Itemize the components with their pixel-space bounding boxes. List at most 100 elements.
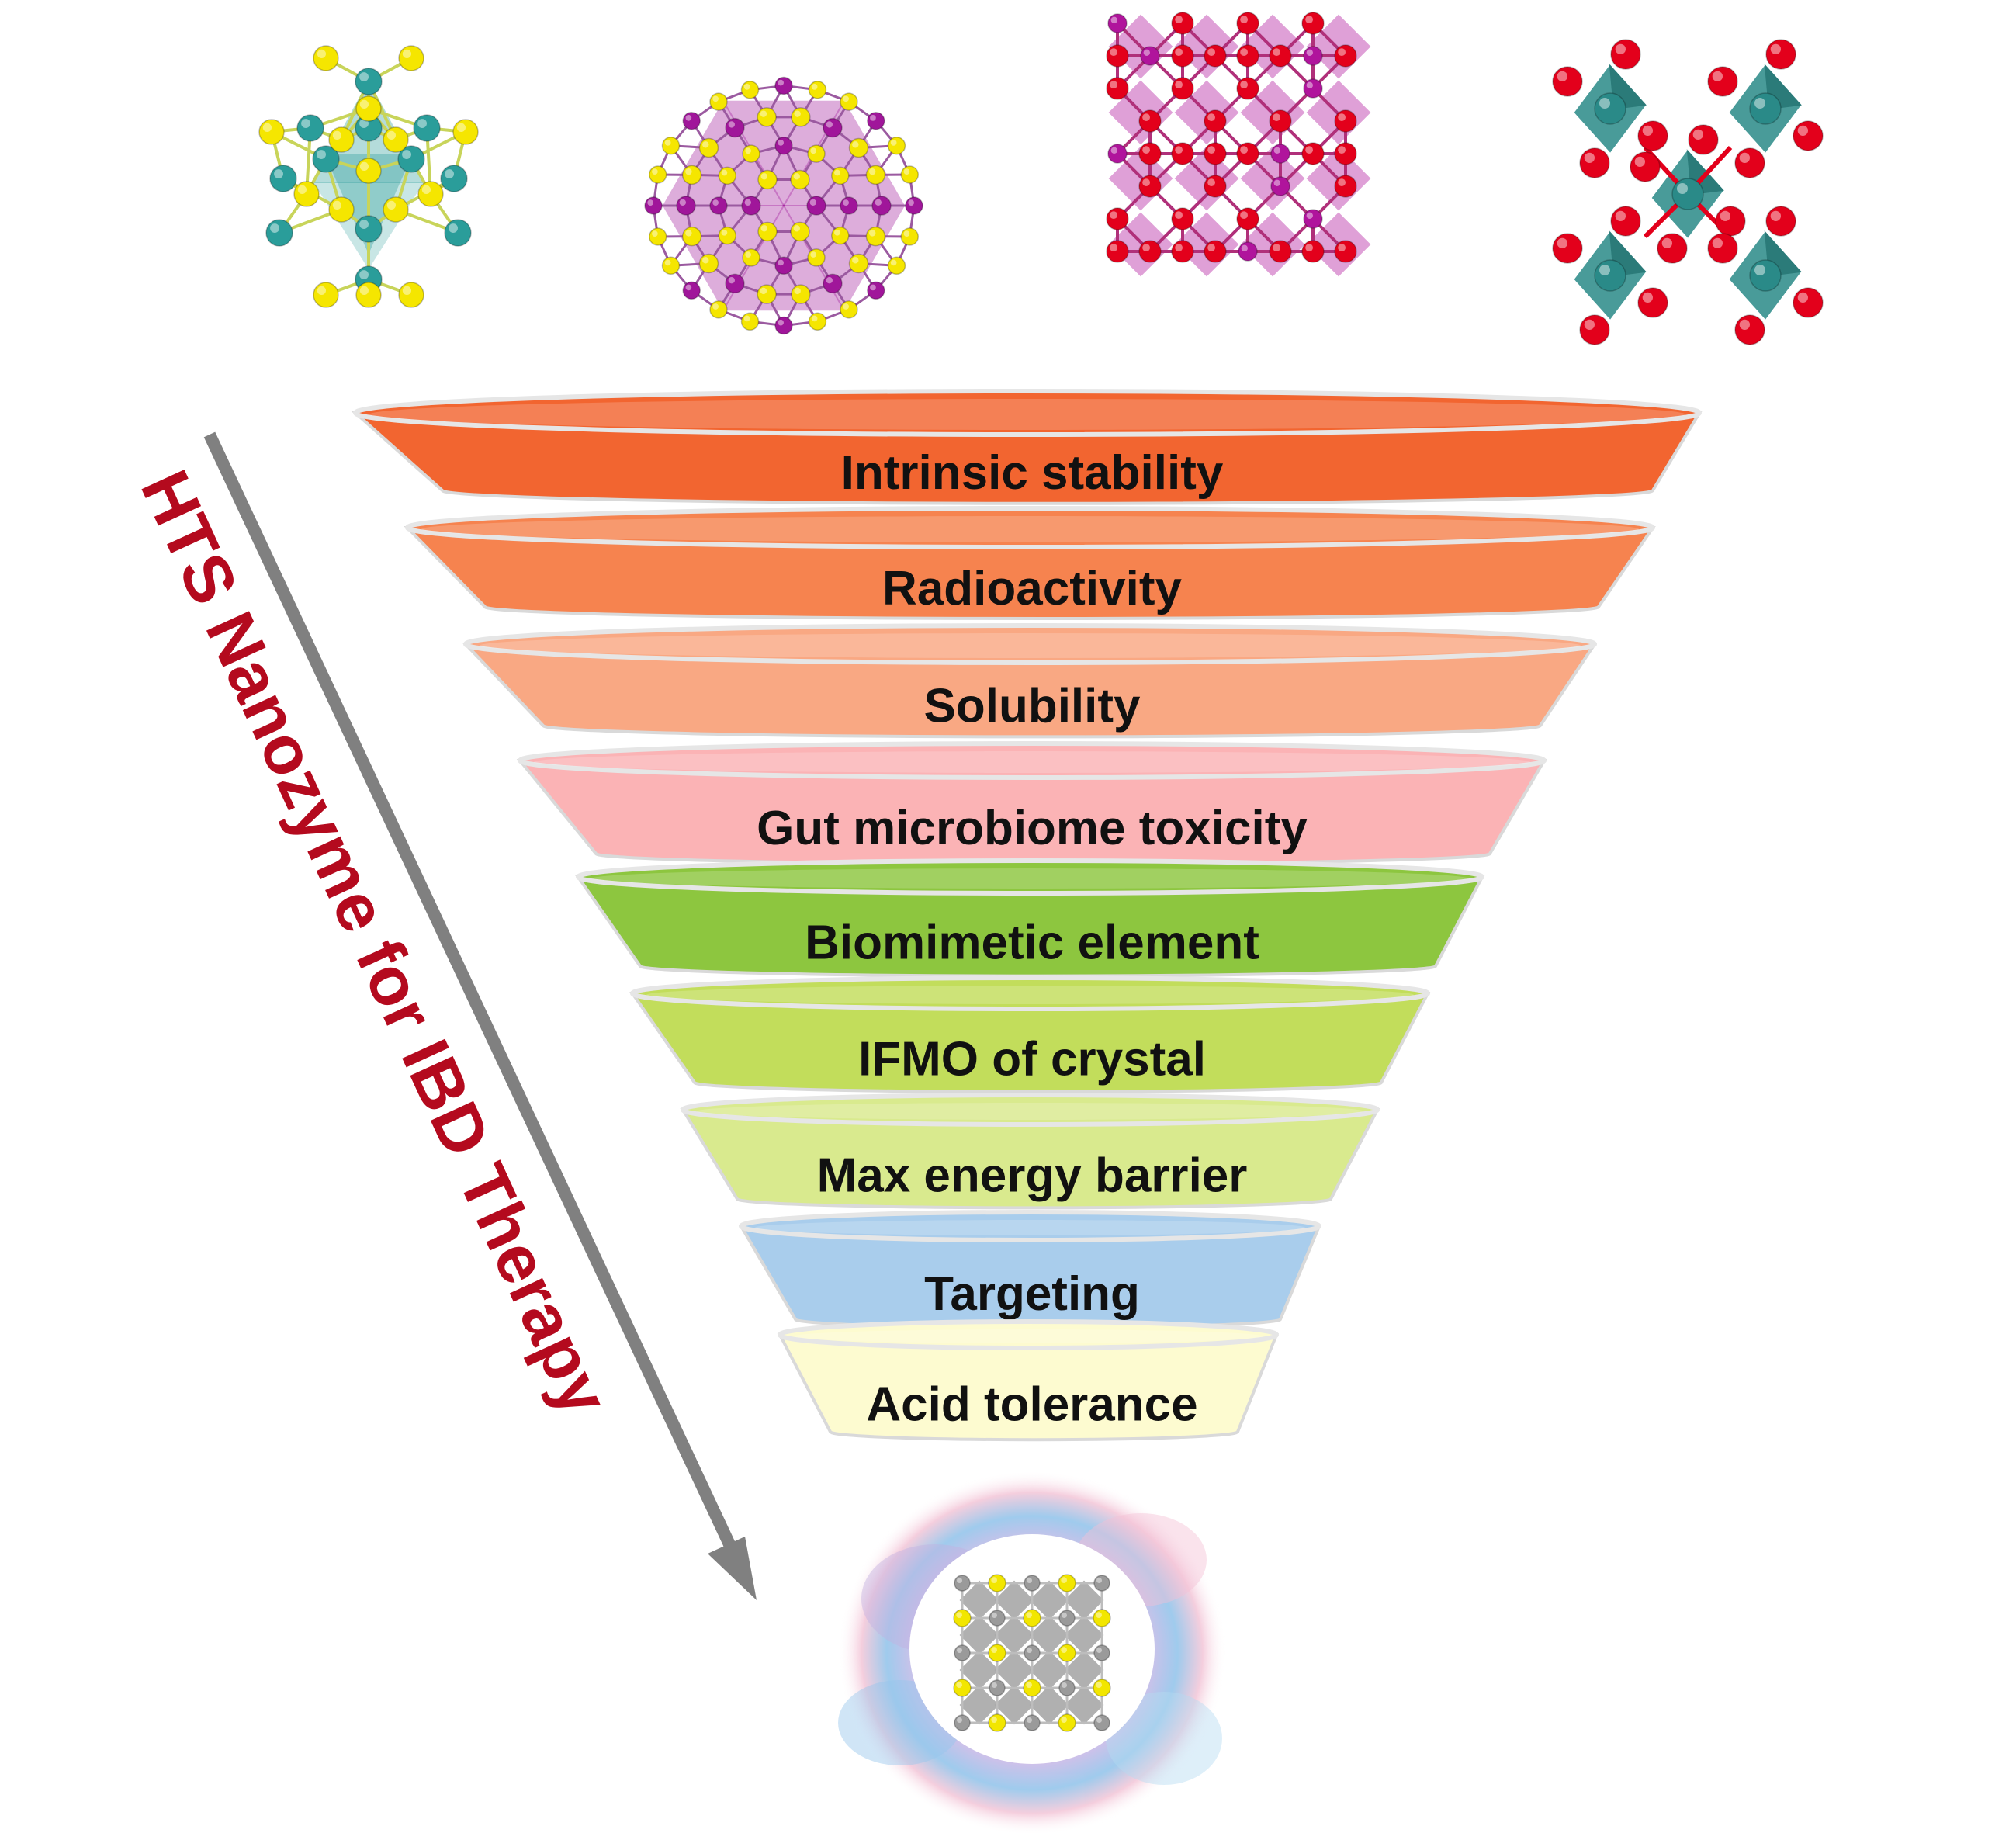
funnel-layer-highlight — [421, 516, 1639, 542]
atom — [823, 117, 843, 138]
atom-highlight — [1096, 1612, 1102, 1618]
atom-highlight — [908, 199, 914, 206]
atom — [900, 165, 920, 184]
atom-highlight — [875, 199, 882, 206]
atom-highlight — [745, 147, 752, 154]
atom — [807, 248, 826, 267]
atom-highlight — [794, 287, 801, 295]
atom — [1171, 12, 1194, 35]
funnel-layer-highlight — [697, 1103, 1363, 1120]
atom — [1138, 109, 1162, 133]
funnel-layer-rim — [778, 1319, 1279, 1350]
atom — [742, 144, 760, 163]
atom — [1204, 44, 1227, 68]
atom-highlight — [1142, 146, 1150, 154]
atom-highlight — [956, 1682, 962, 1688]
atom — [1594, 259, 1626, 292]
atom — [265, 219, 293, 247]
atom-highlight — [745, 251, 752, 258]
atom — [848, 253, 869, 274]
atom — [1171, 207, 1194, 230]
atom — [1269, 44, 1292, 68]
atom — [808, 312, 827, 331]
atom-highlight — [402, 49, 412, 58]
atom-highlight — [1096, 1648, 1102, 1653]
atom-highlight — [449, 223, 458, 233]
atom-highlight — [712, 303, 719, 310]
atom-highlight — [1207, 48, 1215, 56]
atom-highlight — [728, 276, 735, 284]
atom-highlight — [957, 1578, 962, 1583]
atom — [1630, 151, 1661, 182]
atom — [988, 1713, 1006, 1732]
atom — [681, 226, 702, 247]
atom-highlight — [1027, 1578, 1032, 1583]
funnel-layer-highlight — [369, 399, 1685, 430]
atom-highlight — [852, 257, 859, 264]
atom-highlight — [1062, 1682, 1067, 1688]
funnel-layer-rim — [739, 1210, 1321, 1242]
atom-highlight — [811, 84, 818, 90]
atom — [1106, 44, 1129, 68]
atom-highlight — [992, 1682, 997, 1688]
funnel-layer-label: Intrinsic stability — [841, 446, 1224, 500]
atom — [1303, 209, 1323, 229]
atom — [1707, 233, 1738, 264]
atom-highlight — [1797, 292, 1809, 303]
atom-highlight — [1110, 244, 1117, 251]
funnel-layer: Acid tolerance — [777, 1319, 1279, 1442]
atom-highlight — [1273, 244, 1280, 251]
atom-highlight — [870, 284, 876, 291]
atom — [313, 45, 339, 71]
atom-highlight — [270, 223, 279, 233]
atom-highlight — [1240, 81, 1248, 88]
funnel-layer: Gut microbiome toxicity — [516, 741, 1547, 866]
atom — [790, 221, 810, 242]
atom — [328, 126, 355, 153]
atom-highlight — [1797, 125, 1809, 137]
atom-highlight — [728, 121, 735, 128]
atom — [1765, 206, 1796, 237]
atom-highlight — [647, 199, 654, 206]
funnel-layer-rim — [353, 389, 1702, 437]
atom-highlight — [1142, 113, 1150, 122]
atom — [865, 226, 886, 247]
atom-highlight — [852, 141, 859, 148]
atom-highlight — [652, 168, 658, 175]
atom-highlight — [1110, 16, 1118, 23]
atom — [1204, 109, 1227, 133]
atom — [1301, 142, 1325, 165]
atom-highlight — [890, 140, 897, 146]
atom — [413, 114, 441, 142]
atom-highlight — [1557, 237, 1567, 248]
funnel-layer-body — [462, 643, 1598, 739]
gray-yellow-crystal-structure — [953, 1574, 1111, 1732]
atom — [757, 107, 777, 127]
atom — [1552, 66, 1583, 97]
funnel-layer-highlight — [646, 986, 1414, 1004]
atom — [757, 284, 777, 304]
atom-highlight — [721, 229, 728, 236]
atom — [1637, 120, 1668, 151]
atom-highlight — [402, 286, 412, 295]
atom-highlight — [1110, 147, 1118, 154]
atom — [774, 256, 793, 275]
atom-highlight — [991, 1577, 997, 1583]
atom-highlight — [1661, 237, 1673, 248]
atom — [398, 282, 424, 308]
atom-highlight — [1273, 179, 1281, 186]
atom — [698, 253, 719, 274]
atom-highlight — [359, 72, 369, 82]
atom-highlight — [1770, 210, 1782, 221]
atom — [1269, 240, 1292, 263]
atom-highlight — [1207, 113, 1215, 122]
teal-red-octahedra-structure — [1552, 39, 1824, 345]
atom — [1058, 1679, 1076, 1696]
atom — [1301, 12, 1325, 35]
atom-highlight — [1305, 16, 1313, 23]
atom — [709, 196, 728, 215]
atom — [1765, 39, 1796, 70]
atom-highlight — [1240, 48, 1248, 56]
atom — [741, 196, 761, 216]
atom-highlight — [1241, 244, 1249, 251]
